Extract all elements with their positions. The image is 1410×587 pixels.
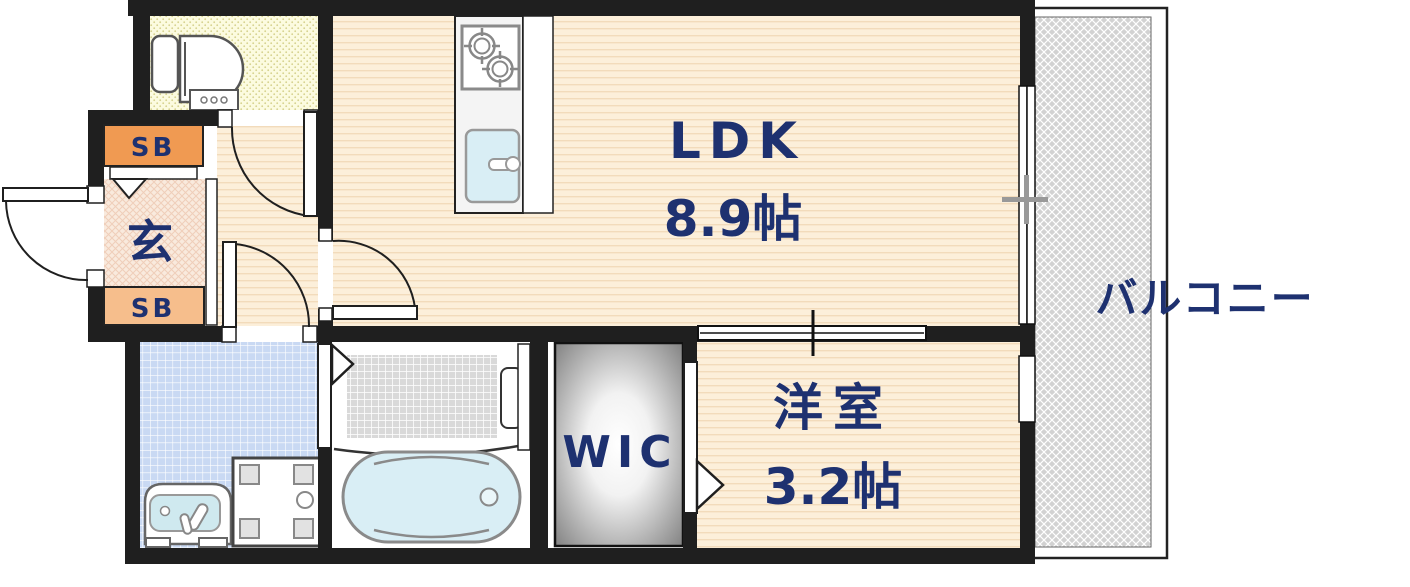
washbasin-icon bbox=[143, 482, 233, 548]
bathroom-fixtures bbox=[333, 343, 531, 544]
entry-step-sill bbox=[109, 166, 198, 180]
bedroom-floor bbox=[683, 340, 1020, 548]
bath-side-panel bbox=[517, 343, 531, 451]
ldk-label: LDK bbox=[669, 112, 805, 170]
wic-folding-door-icon bbox=[695, 458, 725, 512]
entrance-details bbox=[103, 124, 218, 326]
bath-folding-door-icon bbox=[330, 342, 355, 387]
ldk-door-arc bbox=[332, 239, 416, 309]
entrance-hall-strip bbox=[205, 178, 218, 326]
wic-door-leaf bbox=[683, 361, 698, 514]
shoebox-upper-label: SB bbox=[131, 133, 176, 163]
shoebox-lower bbox=[103, 286, 205, 326]
bedroom-label: 洋室 bbox=[773, 379, 893, 437]
shoebox-lower-label: SB bbox=[131, 294, 176, 324]
walls bbox=[88, 0, 1035, 564]
kitchen-counter bbox=[454, 15, 554, 214]
entry-doorway bbox=[88, 203, 104, 271]
bath-door-leaf bbox=[317, 343, 332, 449]
entrance-label: 玄 bbox=[127, 215, 173, 269]
toilet-doorway bbox=[232, 110, 304, 126]
ldk-floor bbox=[333, 16, 1020, 327]
entry-step-arrow-icon bbox=[110, 178, 149, 200]
toilet-icon bbox=[150, 34, 245, 111]
wic-closet-box bbox=[553, 341, 685, 548]
bedroom-size-label: 3.2帖 bbox=[764, 458, 903, 516]
kitchen-sink-icon bbox=[464, 128, 521, 204]
wic-label: WIC bbox=[562, 427, 677, 478]
shoebox-upper bbox=[103, 124, 204, 167]
entry-door-leaf bbox=[2, 187, 89, 202]
washing-machine-pan-icon bbox=[231, 456, 322, 548]
ldk-doorway bbox=[318, 241, 333, 309]
bath-mat-grid-icon bbox=[347, 355, 497, 438]
ldk-door-leaf bbox=[332, 305, 418, 320]
washroom-door-leaf bbox=[222, 241, 237, 328]
entrance-tile bbox=[104, 179, 206, 287]
washroom-doorway bbox=[236, 326, 304, 342]
balcony-deck bbox=[1034, 16, 1152, 548]
doors-and-windows bbox=[2, 85, 1048, 514]
bathtub-icon bbox=[341, 450, 522, 544]
toilet-door-arc bbox=[230, 126, 311, 217]
bedroom-window bbox=[1018, 355, 1036, 423]
toilet-door-leaf bbox=[303, 111, 318, 217]
ldk-balcony-window bbox=[1002, 85, 1048, 325]
room-labels: LDK 8.9帖 洋室 3.2帖 WIC バルコニー 玄 SB SB bbox=[127, 112, 1314, 516]
ldk-size-label: 8.9帖 bbox=[664, 190, 803, 248]
gas-stove-two-burner-icon bbox=[460, 24, 521, 91]
washroom-door-arc bbox=[234, 243, 311, 328]
entry-door-arc bbox=[5, 200, 89, 282]
balcony-label: バルコニー bbox=[1095, 274, 1314, 323]
balcony bbox=[1031, 6, 1169, 560]
